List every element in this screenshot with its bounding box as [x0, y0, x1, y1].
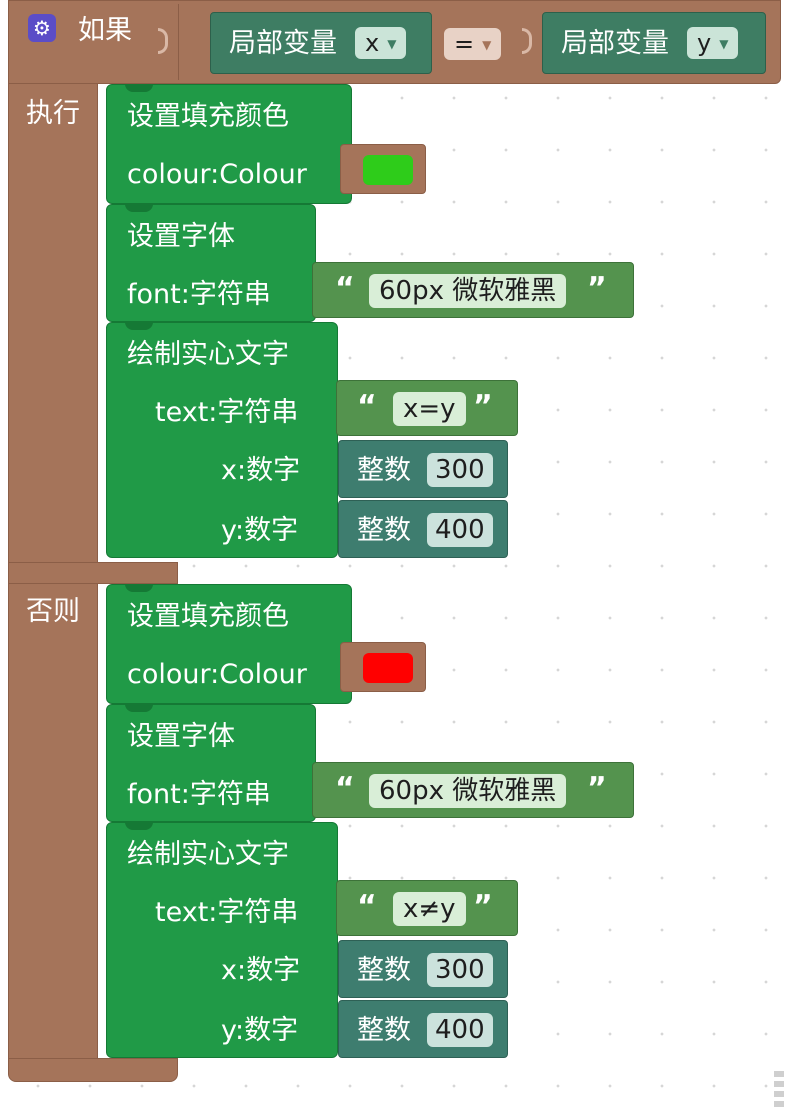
quote-close-icon: ”: [587, 771, 607, 806]
quote-open-icon: “: [335, 771, 355, 806]
left-variable-value: x: [365, 29, 380, 57]
font-param-label: font:字符串: [127, 779, 271, 810]
statement-notch: [125, 584, 153, 592]
set-font-label: 设置字体: [127, 221, 235, 252]
trash-can-icon[interactable]: [772, 1069, 786, 1109]
colour-input-block[interactable]: [340, 144, 426, 194]
x-number-field[interactable]: 300: [427, 953, 493, 987]
font-string-field[interactable]: 60px 微软雅黑: [369, 774, 567, 808]
font-param-label: font:字符串: [127, 279, 271, 310]
y-number-block[interactable]: 整数 400: [338, 500, 508, 558]
gear-icon[interactable]: ⚙: [28, 14, 56, 42]
right-variable-value: y: [697, 29, 712, 57]
font-string-block[interactable]: “ 60px 微软雅黑 ”: [312, 762, 634, 818]
font-string-field[interactable]: 60px 微软雅黑: [369, 274, 567, 308]
left-variable-block[interactable]: 局部变量 x▼: [210, 12, 432, 74]
colour-input-block[interactable]: [340, 642, 426, 692]
x-param-label: x:数字: [221, 455, 301, 486]
fill-text-block[interactable]: 绘制实心文字 text:字符串 x:数字 y:数字: [106, 322, 338, 558]
y-number-field[interactable]: 400: [427, 513, 493, 547]
y-number-type: 整数: [357, 1015, 411, 1046]
y-number-type: 整数: [357, 515, 411, 546]
colour-swatch[interactable]: [363, 155, 413, 185]
x-param-label: x:数字: [221, 955, 301, 986]
font-string-block[interactable]: “ 60px 微软雅黑 ”: [312, 262, 634, 318]
x-number-field[interactable]: 300: [427, 453, 493, 487]
left-variable-label: 局部变量: [229, 28, 337, 59]
x-number-block[interactable]: 整数 300: [338, 940, 508, 998]
colour-swatch[interactable]: [363, 653, 413, 683]
set-fill-colour-block[interactable]: 设置填充颜色 colour:Colour: [106, 84, 352, 204]
if-else-separator: [8, 562, 178, 584]
quote-close-icon: ”: [587, 271, 607, 306]
left-variable-dropdown[interactable]: x▼: [355, 27, 407, 59]
right-variable-block[interactable]: 局部变量 y▼: [542, 12, 766, 74]
if-label: 如果: [78, 15, 132, 46]
quote-open-icon: “: [357, 389, 377, 424]
statement-notch: [125, 204, 153, 212]
right-socket: [522, 28, 532, 54]
fill-text-label: 绘制实心文字: [127, 339, 289, 370]
x-number-block[interactable]: 整数 300: [338, 440, 508, 498]
condition-socket: [158, 28, 168, 54]
quote-open-icon: “: [335, 271, 355, 306]
do-label: 执行: [26, 98, 80, 129]
y-number-field[interactable]: 400: [427, 1013, 493, 1047]
quote-close-icon: ”: [473, 389, 493, 424]
set-fill-colour-label: 设置填充颜色: [127, 601, 289, 632]
x-number-type: 整数: [357, 455, 411, 486]
colour-param-label: colour:Colour: [127, 159, 307, 190]
y-param-label: y:数字: [221, 515, 299, 546]
y-param-label: y:数字: [221, 1015, 299, 1046]
operator-value: =: [454, 30, 475, 58]
text-param-label: text:字符串: [155, 397, 299, 428]
chevron-down-icon: ▼: [387, 37, 397, 51]
fill-text-block[interactable]: 绘制实心文字 text:字符串 x:数字 y:数字: [106, 822, 338, 1058]
set-font-block[interactable]: 设置字体 font:字符串: [106, 204, 316, 322]
set-fill-colour-label: 设置填充颜色: [127, 101, 289, 132]
set-fill-colour-block[interactable]: 设置填充颜色 colour:Colour: [106, 584, 352, 704]
text-string-block[interactable]: “ x=y ”: [336, 380, 518, 436]
statement-notch: [125, 322, 153, 330]
text-string-field[interactable]: x=y: [393, 392, 466, 426]
statement-notch: [125, 704, 153, 712]
text-param-label: text:字符串: [155, 897, 299, 928]
quote-close-icon: ”: [473, 889, 493, 924]
text-string-block[interactable]: “ x≠y ”: [336, 880, 518, 936]
chevron-down-icon: ▼: [719, 37, 729, 51]
right-variable-dropdown[interactable]: y▼: [687, 27, 739, 59]
right-variable-label: 局部变量: [561, 28, 669, 59]
operator-dropdown[interactable]: =▼: [444, 28, 502, 60]
set-font-block[interactable]: 设置字体 font:字符串: [106, 704, 316, 822]
colour-param-label: colour:Colour: [127, 659, 307, 690]
fill-text-label: 绘制实心文字: [127, 839, 289, 870]
text-string-field[interactable]: x≠y: [393, 892, 466, 926]
if-else-block[interactable]: [8, 0, 98, 1082]
statement-notch: [125, 84, 153, 92]
y-number-block[interactable]: 整数 400: [338, 1000, 508, 1058]
set-font-label: 设置字体: [127, 721, 235, 752]
quote-open-icon: “: [357, 889, 377, 924]
chevron-down-icon: ▼: [482, 38, 492, 52]
if-block-bottom: [8, 1058, 178, 1082]
statement-notch: [125, 822, 153, 830]
else-label: 否则: [26, 596, 80, 627]
x-number-type: 整数: [357, 955, 411, 986]
